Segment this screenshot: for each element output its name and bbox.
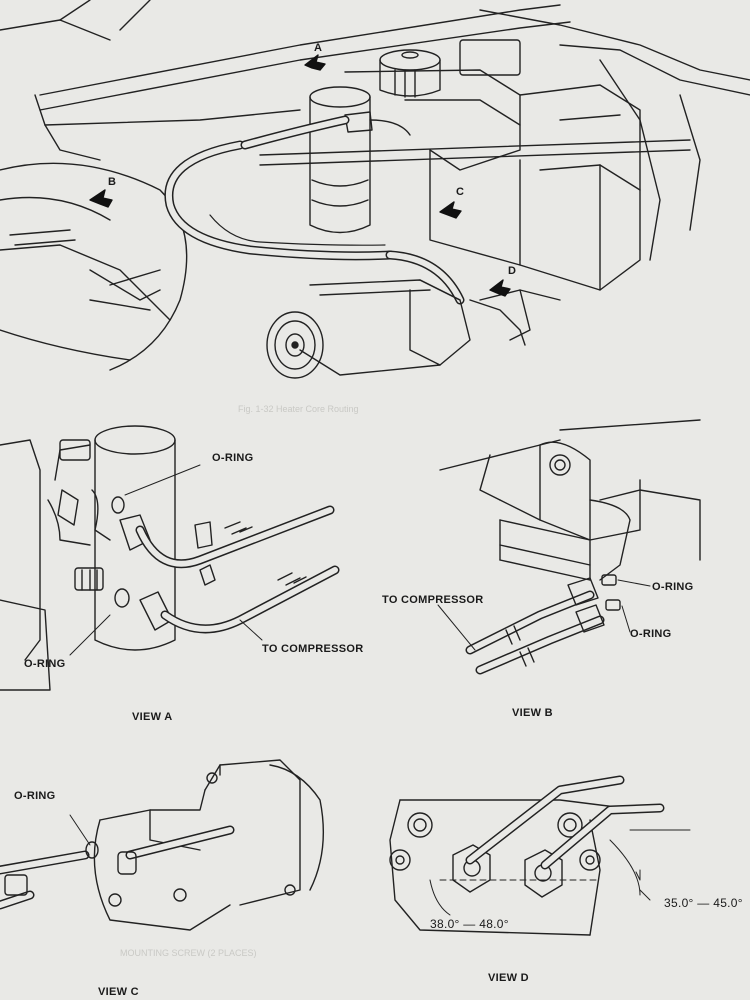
view-d-angle-right: 35.0° — 45.0° [664,896,743,910]
view-a-oring-label-top: O-RING [212,452,254,464]
callout-b: B [108,176,116,188]
view-d-title: VIEW D [488,972,529,984]
callout-c: C [456,186,464,198]
view-d-angle-left: 38.0° — 48.0° [430,917,509,931]
view-a-to-compressor-label: TO COMPRESSOR [262,643,364,655]
callout-d: D [508,265,516,277]
view-a-oring-label-bottom: O-RING [24,658,66,670]
view-b-title: VIEW B [512,707,553,719]
view-b-to-compressor-label: TO COMPRESSOR [382,594,484,606]
view-c-oring-label: O-RING [14,790,56,802]
view-c-title: VIEW C [98,986,139,998]
callout-a: A [314,42,322,54]
bleed-through-mounting-note: MOUNTING SCREW (2 PLACES) [120,948,257,958]
view-b-oring-label-bottom: O-RING [630,628,672,640]
engine-bay-illustration [0,0,750,379]
view-b-oring-label-top: O-RING [652,581,694,593]
bleed-through-caption: Fig. 1-32 Heater Core Routing [238,404,359,414]
view-a-title: VIEW A [132,711,173,723]
